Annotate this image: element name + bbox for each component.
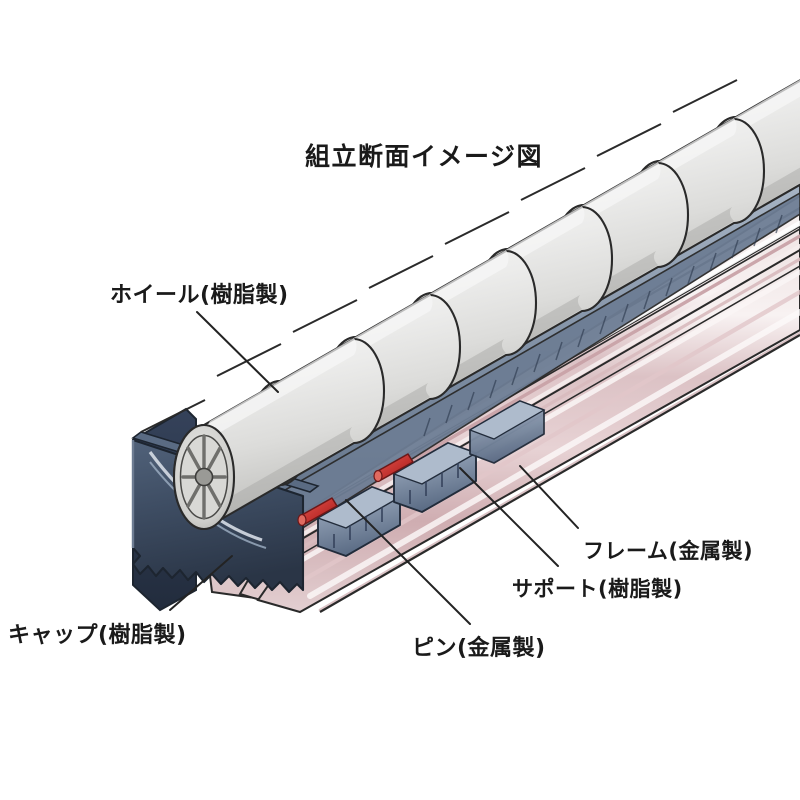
pin-1 [297,497,338,527]
leader-line-group [169,311,579,625]
label-cap: キャップ(樹脂製) [8,623,187,648]
label-frame: フレーム(金属製) [583,539,754,563]
support-blocks-and-pins [297,400,546,557]
support-block-2 [392,442,478,513]
leader-cap [169,555,233,611]
support-block-3 [468,400,546,464]
support-rib-group [423,214,783,437]
leader-wheel [196,311,279,393]
label-wheel: ホイール(樹脂製) [110,283,289,308]
leader-support [459,467,559,567]
pin-2 [373,453,414,483]
page-title: 組立断面イメージ図 [305,142,544,171]
label-pin: ピン(金属製) [412,636,546,661]
leader-frame [519,465,579,529]
leader-pin [345,499,471,625]
cap-top-wire-group [140,79,738,433]
label-support: サポート(樹脂製) [512,577,683,601]
